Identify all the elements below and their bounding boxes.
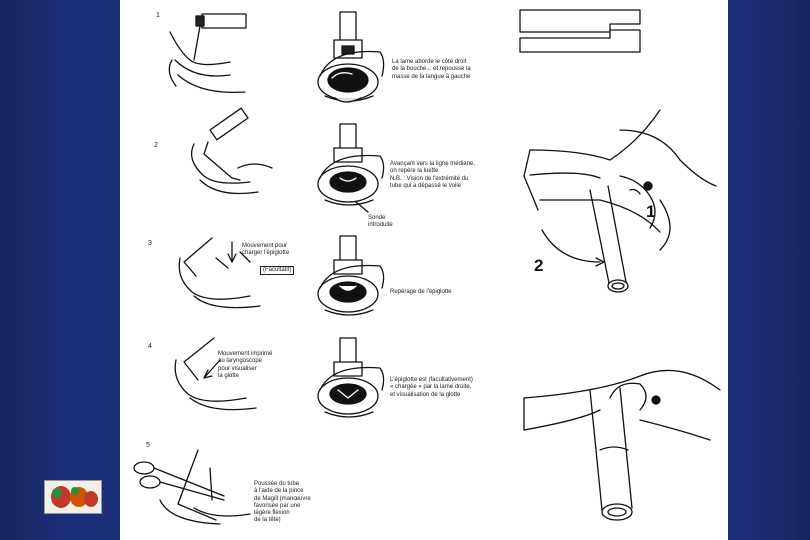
step3-caption: Repérage de l'épiglotte [390,282,452,304]
step2-side-view [192,108,272,193]
step1-frontal-view [318,12,384,102]
step4-caption: L'épiglotte est (facultativement)« charg… [390,370,473,406]
right-label-2: 2 [534,256,543,276]
step3-optional-label: (Facultatif) [260,266,294,275]
step2-caption: Avançant vers la ligne médiane,on repère… [390,154,475,197]
right-label-1: 1 [646,202,655,222]
institution-logo [44,480,102,514]
step4-frontal-view [318,338,384,417]
right-top-diagram [520,10,716,292]
illustration-sheet: 1 2 3 4 5 [120,0,728,540]
step5-side-view [134,450,250,524]
step3-frontal-view [318,236,384,315]
right-bottom-diagram [524,370,720,520]
step2-frontal-view [318,124,384,212]
step1-side-view [169,14,246,92]
